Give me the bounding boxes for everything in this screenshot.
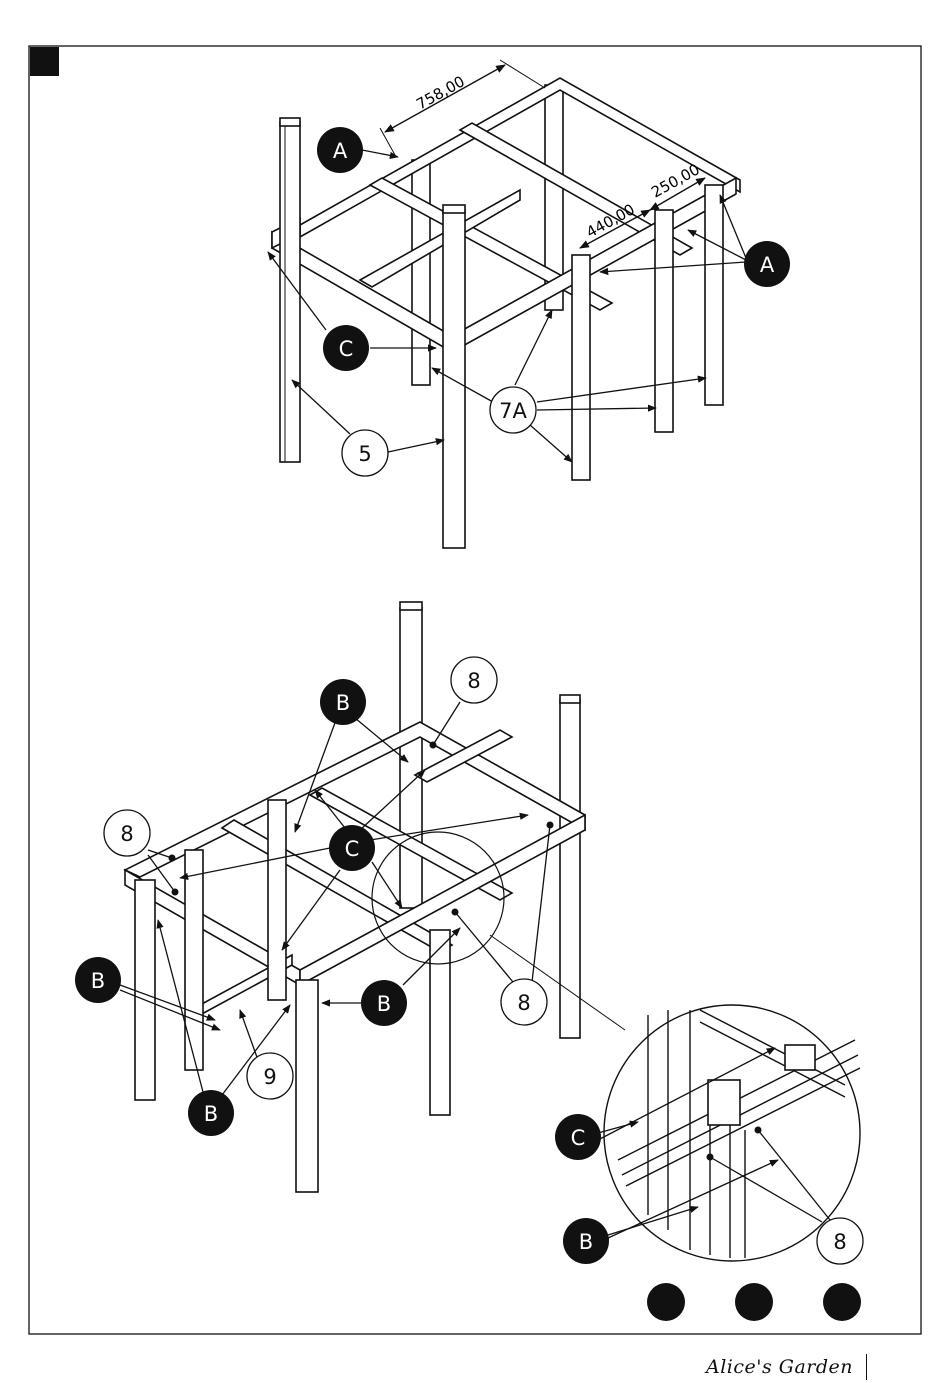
callout-a-top-left: A bbox=[333, 139, 348, 163]
callout-8-middle: 8 bbox=[517, 991, 530, 1015]
callout-9: 9 bbox=[263, 1065, 276, 1089]
callout-5: 5 bbox=[358, 442, 371, 466]
step-marker-icon bbox=[30, 47, 59, 76]
callout-b-detail: B bbox=[579, 1230, 593, 1254]
callout-a-top-right: A bbox=[760, 253, 775, 277]
brand-divider bbox=[866, 1354, 867, 1380]
callout-c-top: C bbox=[339, 337, 354, 361]
brand-logo: Alice's Garden bbox=[706, 1352, 853, 1382]
callout-8-detail: 8 bbox=[833, 1230, 846, 1254]
callout-b-top: B bbox=[336, 691, 350, 715]
detail-zoom: C B 8 bbox=[555, 1005, 863, 1264]
status-dot-3-icon bbox=[823, 1283, 861, 1321]
callout-b-left: B bbox=[91, 969, 105, 993]
callout-b-bottom: B bbox=[204, 1102, 218, 1126]
status-dot-1-icon bbox=[647, 1283, 685, 1321]
dimension-758: 758,00 bbox=[413, 72, 468, 113]
callout-7a: 7A bbox=[499, 399, 527, 423]
callout-8-top: 8 bbox=[467, 669, 480, 693]
status-dot-2-icon bbox=[735, 1283, 773, 1321]
callout-c-middle: C bbox=[345, 837, 360, 861]
callout-b-middle: B bbox=[377, 992, 391, 1016]
callout-c-detail: C bbox=[571, 1126, 586, 1150]
callout-8-left: 8 bbox=[120, 822, 133, 846]
brand-name: Alice's Garden bbox=[706, 1356, 853, 1378]
